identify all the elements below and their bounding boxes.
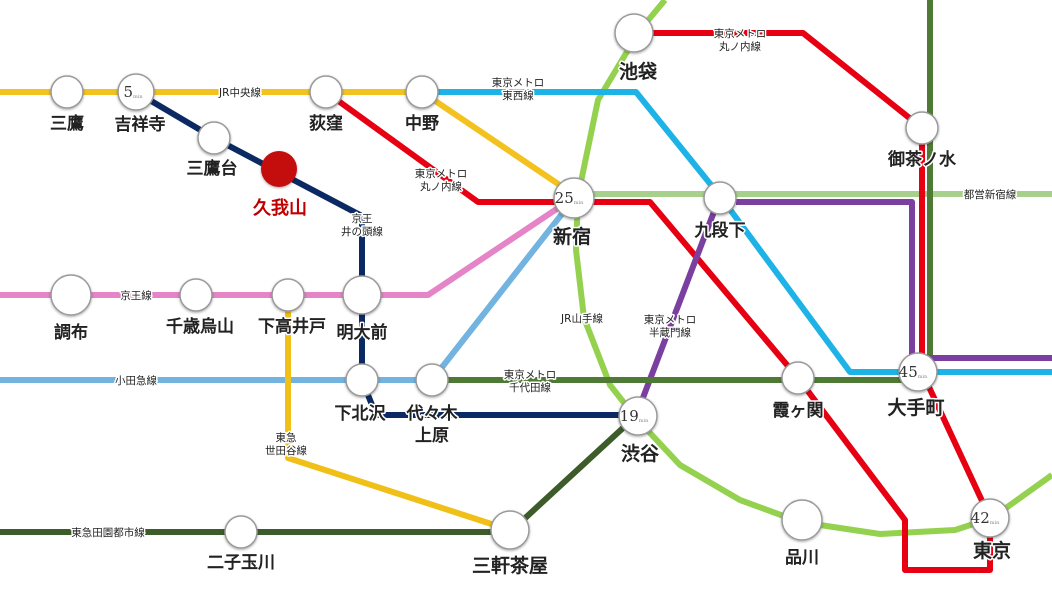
station-node-shimotakaido[interactable] [271,278,305,312]
station-label-chofu: 調布 [54,322,88,343]
station-label-kichijoji: 吉祥寺 [115,114,166,135]
denentoshi-line [0,413,639,535]
station-node-kichijoji[interactable] [117,73,155,111]
station-node-yoyogiuehara[interactable] [415,363,449,397]
station-node-chitosekarasuyama[interactable] [179,278,213,312]
station-node-kugayama[interactable] [261,151,297,187]
station-node-tokyo[interactable] [970,498,1010,538]
station-node-shinjuku[interactable] [553,177,595,219]
station-node-kudanshita[interactable] [703,181,737,215]
station-label-kudanshita: 九段下 [694,220,746,241]
station-node-shimokitazawa[interactable] [345,363,379,397]
station-label-ikebukuro: 池袋 [619,60,658,83]
line-label-chuo: JR中央線 [218,86,261,99]
marunouchi-line-west [324,89,993,573]
line-label-setagaya: 東急世田谷線 [265,431,307,457]
line-label-part: 丸ノ内線 [719,40,761,53]
station-label-futakotamagawa: 二子玉川 [207,553,275,573]
station-label-shinagawa: 品川 [785,548,819,568]
station-label-mitakadai: 三鷹台 [187,158,238,179]
station-node-ochanomizu[interactable] [905,111,939,145]
line-label-marunouchi-top: 東京メトロ丸ノ内線 [714,27,767,53]
station-node-ogikubo[interactable] [309,75,343,109]
station-label-sangenjaya: 三軒茶屋 [472,554,548,577]
time-unit: min [990,520,1000,526]
station-label-shimotakaido: 下高井戸 [258,316,326,337]
station-label-chitosekarasuyama: 千歳烏山 [166,316,234,337]
hanzomon-line-east [736,199,915,372]
station-node-otemachi[interactable] [898,352,938,392]
station-node-kasumigaseki[interactable] [781,361,815,395]
station-node-shinagawa[interactable] [781,499,823,541]
line-label-part: 東京メトロ [714,27,767,40]
line-label-inokashira: 京王井の頭線 [341,212,383,238]
station-node-futakotamagawa[interactable] [224,515,258,549]
line-label-toei-shinjuku: 都営新宿線 [964,188,1017,201]
line-label-part: 世田谷線 [265,444,307,457]
line-label-yamanote: JR山手線 [560,312,603,325]
station-label-shinjuku: 新宿 [553,225,591,248]
station-node-nakano[interactable] [405,75,439,109]
line-label-part: 京王 [352,212,373,225]
line-label-part: 東京メトロ [492,76,545,89]
station-node-sangenjaya[interactable] [490,510,530,550]
station-node-meidaimae[interactable] [342,275,382,315]
line-label-part: 東西線 [502,89,534,102]
station-node-ikebukuro[interactable] [614,13,654,53]
station-node-mitaka[interactable] [50,75,84,109]
station-label-yoyogiuehara-1: 代々木 [406,403,459,424]
station-label-shibuya: 渋谷 [621,442,660,465]
line-label-part: 井の頭線 [341,225,383,238]
time-unit: min [133,94,143,100]
station-label-shimokitazawa: 下北沢 [335,403,387,424]
station-label-kasumigaseki: 霞ヶ関 [773,401,824,421]
station-label-ochanomizu: 御茶ノ水 [887,149,957,170]
line-label-odakyu: 小田急線 [115,374,157,387]
line-label-keio: 京王線 [120,289,152,302]
station-label-otemachi: 大手町 [887,396,944,419]
line-label-part: 東京メトロ [415,167,468,180]
setagaya-line [285,295,511,533]
line-label-part: 東京メトロ [644,313,697,326]
line-label-part: 千代田線 [509,381,551,394]
station-label-nakano: 中野 [405,113,439,134]
line-label-part: 丸ノ内線 [420,180,462,193]
line-label-tozai: 東京メトロ東西線 [492,76,545,102]
keio-line [0,193,578,298]
line-label-denentoshi: 東急田園都市線 [71,526,145,539]
station-label-ogikubo: 荻窪 [309,113,343,134]
station-label-tokyo: 東京 [973,539,1011,562]
line-label-part: 東急 [276,431,297,444]
station-label-mitaka: 三鷹 [50,113,84,134]
time-unit: min [574,200,584,206]
time-unit: min [918,374,928,380]
line-label-chiyoda: 東京メトロ千代田線 [504,368,557,394]
station-node-chofu[interactable] [50,274,92,316]
line-label-marunouchi-mid: 東京メトロ丸ノ内線 [415,167,468,193]
line-label-part: 半蔵門線 [649,326,691,339]
station-label-meidaimae: 明大前 [337,322,388,343]
station-node-shibuya[interactable] [618,396,658,436]
time-unit: min [639,418,649,424]
line-label-part: 東京メトロ [504,368,557,381]
station-label-kugayama: 久我山 [253,197,307,219]
station-node-mitakadai[interactable] [197,121,231,155]
station-label-yoyogiuehara-2: 上原 [415,426,449,446]
line-label-hanzomon: 東京メトロ半蔵門線 [644,313,697,339]
